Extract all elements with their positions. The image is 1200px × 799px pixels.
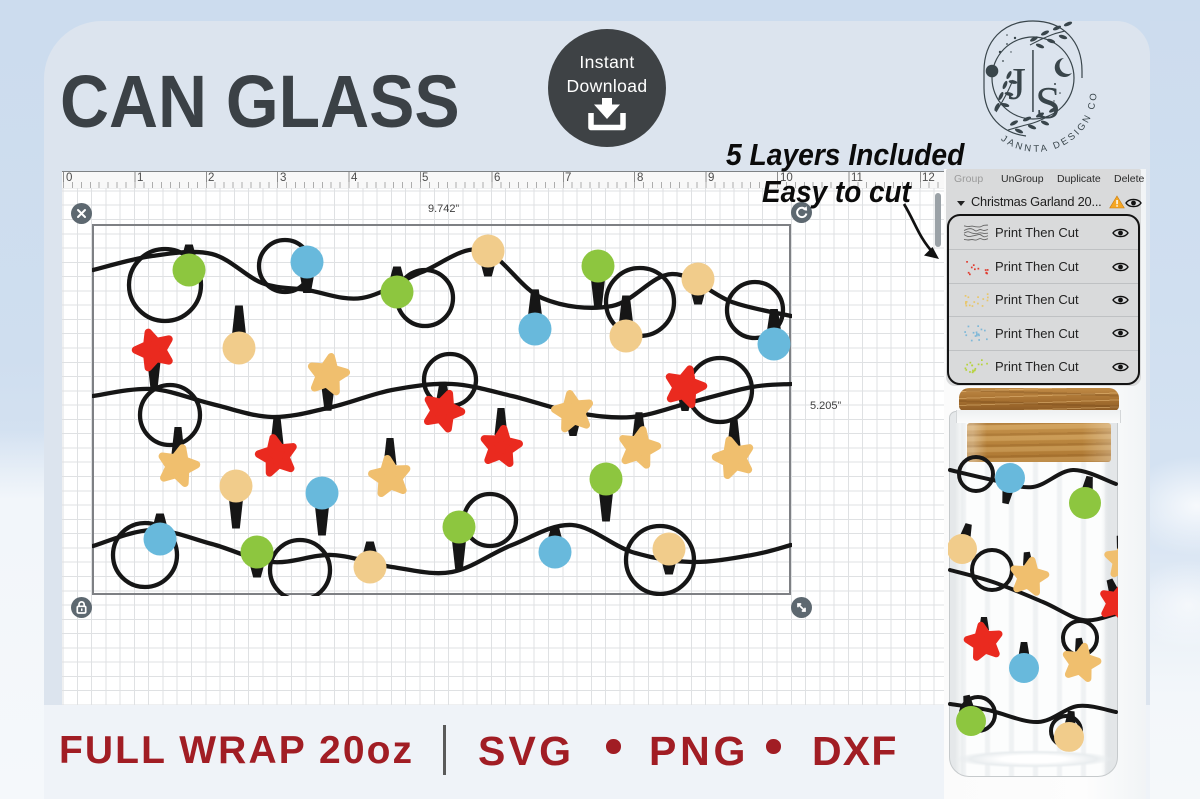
- svg-text:S: S: [1035, 77, 1061, 128]
- svg-text:J: J: [1008, 58, 1026, 109]
